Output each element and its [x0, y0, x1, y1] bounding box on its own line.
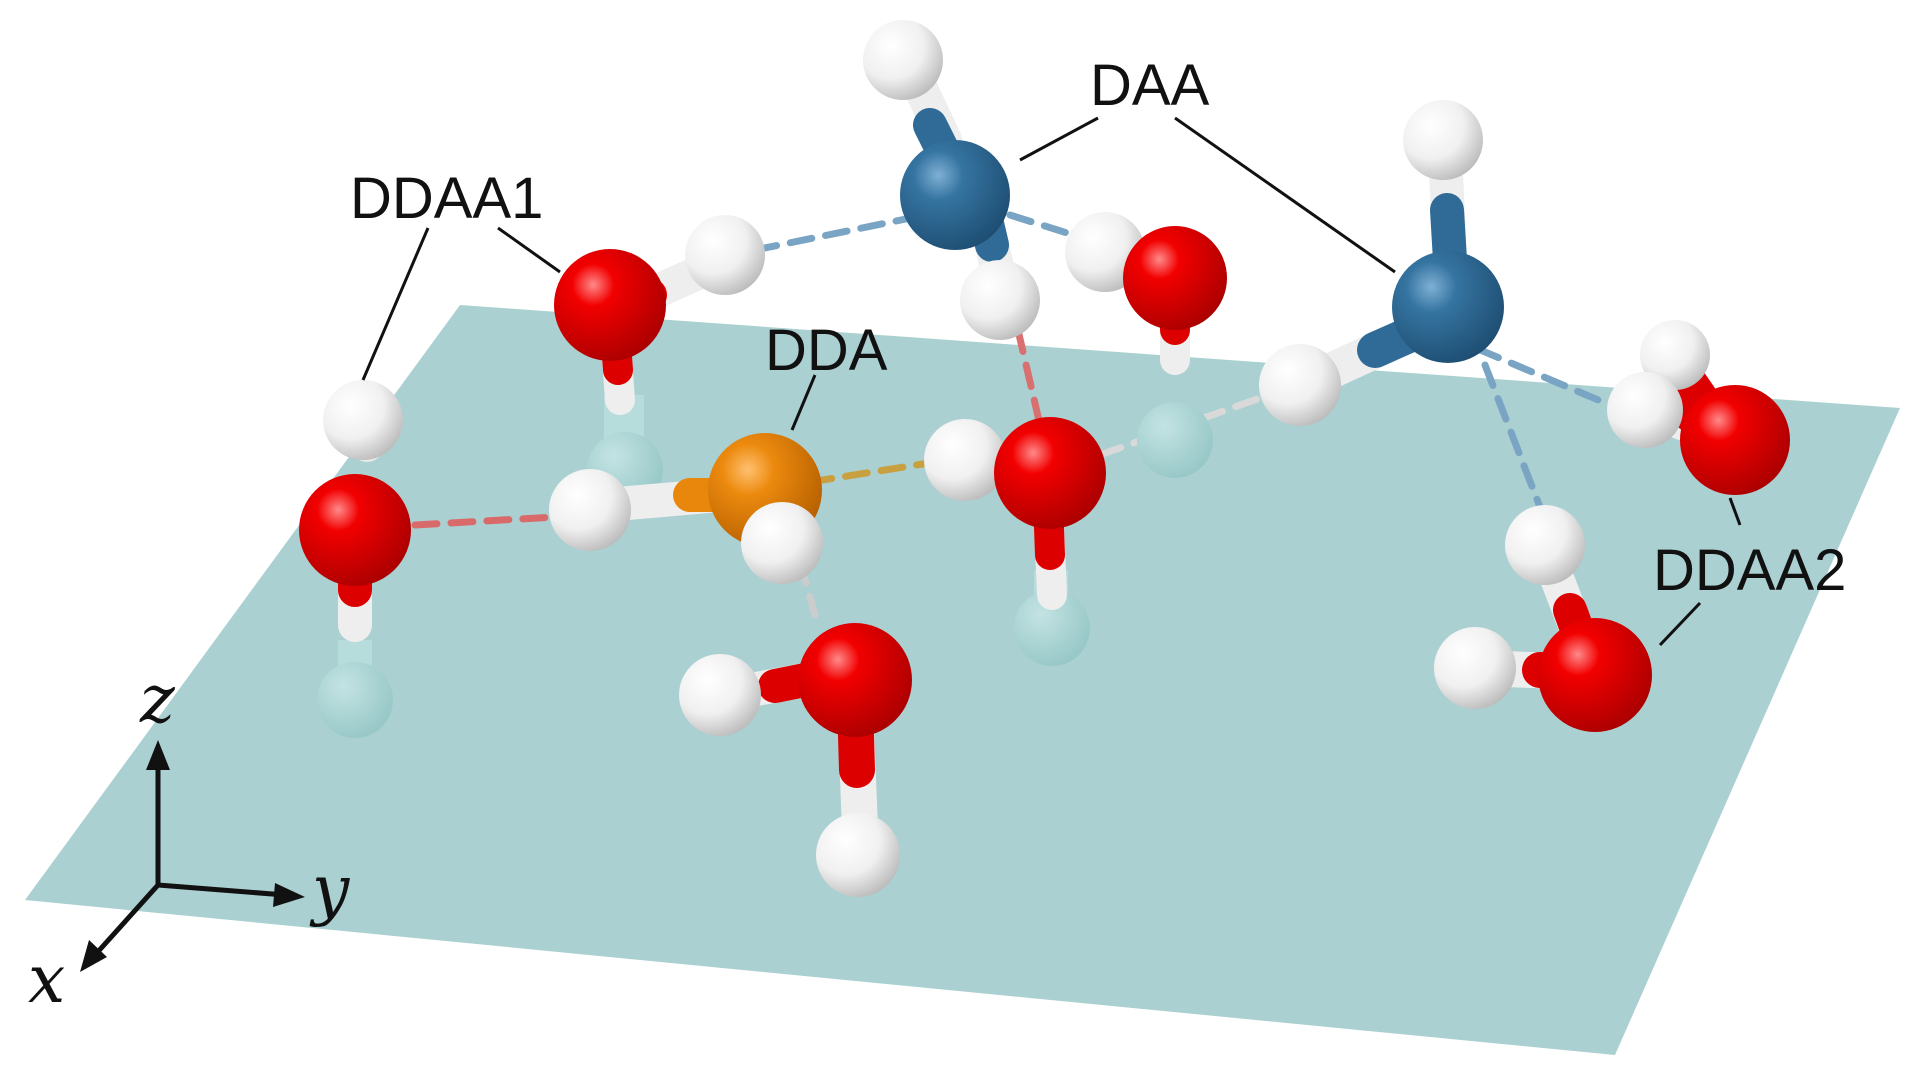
- daa-center-atom: [1392, 251, 1504, 363]
- y-arrowhead: [273, 883, 305, 907]
- shadow-atom: [1014, 590, 1090, 666]
- leader-ddaa2-bottom: [1658, 601, 1702, 647]
- leader-daa-left: [1019, 116, 1099, 162]
- oxygen-atom: [554, 249, 666, 361]
- label-ddaa1: DDAA1: [350, 166, 543, 231]
- hydrogen-atom: [741, 502, 823, 584]
- hbond: [1481, 361, 1549, 524]
- leader-ddaa1-left: [361, 227, 430, 381]
- hydrogen-atom: [1640, 320, 1710, 390]
- label-daa: DAA: [1090, 53, 1210, 118]
- daa-center-atom: [900, 140, 1010, 250]
- oxygen-atom: [1680, 385, 1790, 495]
- x-axis: [93, 883, 160, 957]
- leader-dda: [790, 374, 817, 431]
- shadow-atom: [317, 662, 393, 738]
- hbond: [1014, 326, 1044, 429]
- z-axis-label: z: [139, 661, 176, 738]
- hydrogen-atom: [685, 215, 765, 295]
- x-arrowhead: [80, 940, 107, 972]
- hydrogen-atom: [863, 20, 943, 100]
- label-leaders: [361, 116, 1742, 647]
- hydrogen-atom: [1434, 627, 1516, 709]
- label-ddaa2: DDAA2: [1653, 538, 1846, 603]
- hydrogen-atom: [924, 419, 1006, 501]
- coordinate-axes: [80, 740, 305, 972]
- oxygen-atom: [1123, 226, 1227, 330]
- hydrogen-atom: [1505, 505, 1585, 585]
- leader-ddaa1-right: [497, 226, 561, 274]
- hbond: [1441, 331, 1614, 409]
- oxygen-atom: [798, 623, 912, 737]
- shadow-atom: [1137, 402, 1213, 478]
- leader-daa-right: [1174, 116, 1396, 274]
- x-axis-label: x: [28, 941, 65, 1018]
- hydrogen-atom: [960, 260, 1040, 340]
- oxygen-atom: [1538, 618, 1652, 732]
- hydrogen-atom: [1403, 100, 1483, 180]
- hydrogen-atom: [323, 380, 403, 460]
- hydrogen-atom: [549, 469, 631, 551]
- y-axis: [157, 882, 286, 898]
- hydrogen-atom: [1259, 344, 1341, 426]
- z-arrowhead: [146, 740, 170, 770]
- oxygen-atom: [994, 417, 1106, 529]
- hydrogen-atom: [1607, 372, 1683, 448]
- hydrogen-atom: [679, 654, 761, 736]
- y-axis-label: y: [309, 851, 350, 928]
- surface-plane: [25, 305, 1900, 1055]
- hbond: [751, 209, 939, 254]
- hbond: [806, 458, 939, 486]
- atoms: [299, 20, 1790, 897]
- label-dda: DDA: [765, 318, 888, 383]
- hydrogen-atom: [816, 813, 900, 897]
- oxygen-atom: [299, 474, 411, 586]
- leader-ddaa2-top: [1728, 497, 1742, 526]
